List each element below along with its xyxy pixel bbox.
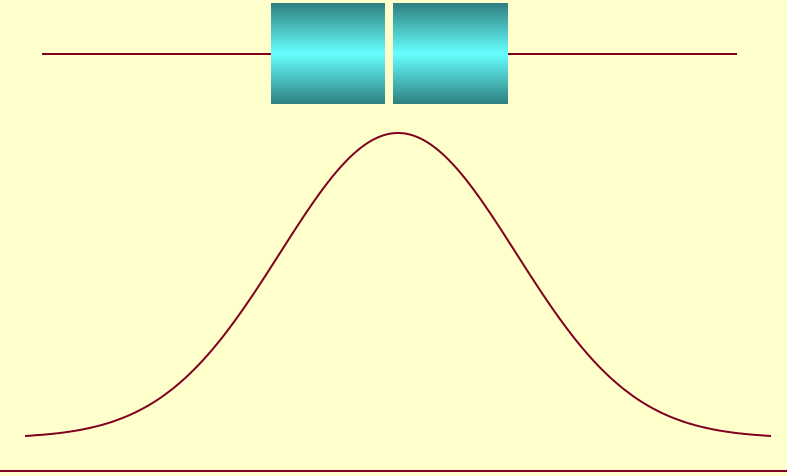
block-right [393, 3, 508, 104]
block-left [271, 3, 385, 104]
gaussian-curve [24, 132, 772, 437]
